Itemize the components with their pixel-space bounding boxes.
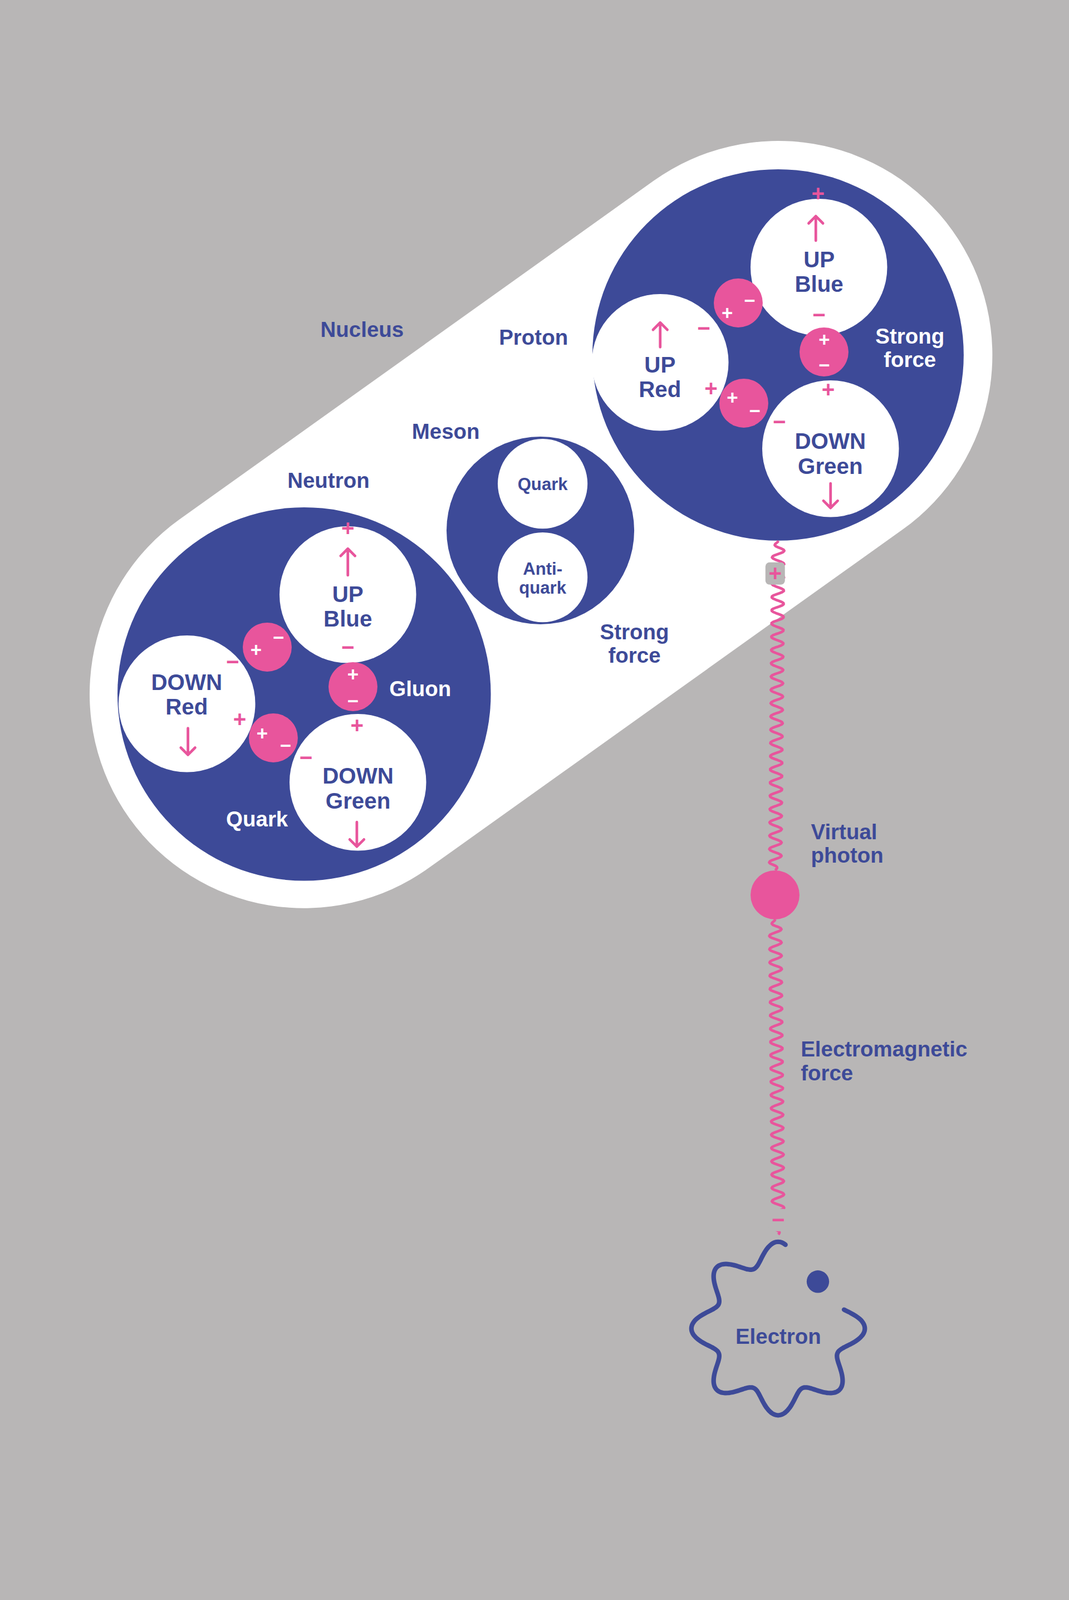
meson-circle-disc <box>446 436 635 625</box>
electron-symbol: Electron <box>684 1234 872 1422</box>
node-label: + <box>256 723 268 744</box>
quark-circle-disc <box>118 635 256 772</box>
force-label: Electromagnetic force <box>800 1037 968 1085</box>
node-label: Virtual photon <box>810 820 884 868</box>
spin-arrow <box>822 483 838 508</box>
antiquark-circle-disc <box>497 532 588 622</box>
quark-circle-disc <box>750 198 887 336</box>
node-label: Nucleus <box>320 317 405 342</box>
gluon-circle-disc <box>713 278 763 328</box>
node-sublabel: Gluon <box>389 676 451 700</box>
node-label: DOWN Red <box>150 669 223 720</box>
node-label: + <box>347 664 359 685</box>
neutron-circle-disc <box>117 507 492 881</box>
quark-circle: UP Red <box>591 293 729 431</box>
node-sublabel: − <box>347 690 359 711</box>
node-label: Meson <box>412 419 480 444</box>
node-label: Neutron <box>287 468 370 493</box>
node-label: Proton <box>498 325 568 350</box>
charge-sign: + <box>821 378 836 401</box>
node-label: UP Blue <box>323 582 372 632</box>
gluon-circle-disc <box>719 378 769 428</box>
quark-circle-disc <box>289 713 426 851</box>
node-label: DOWN Green <box>794 429 866 479</box>
node-label: + <box>250 640 262 660</box>
virtual-photon-shape <box>750 870 800 920</box>
charge-sign: + <box>704 377 718 400</box>
virtual-photon-disc <box>750 870 800 920</box>
gluon-circle-disc <box>799 327 849 377</box>
quark-circle: Quark <box>497 438 588 529</box>
gluon-circle-shape <box>242 622 292 672</box>
gluon-circle-disc <box>242 622 292 672</box>
node-sublabel: − <box>272 628 284 648</box>
force-carrier-wave <box>769 540 785 871</box>
spin-arrow <box>653 322 668 347</box>
node-label: Electron <box>735 1324 822 1348</box>
virtual-photon: Virtual photon <box>750 870 800 920</box>
charge-sign: − <box>697 317 711 340</box>
charge-sign: + <box>350 713 364 737</box>
gluon-circle: +− <box>242 622 292 672</box>
spin-arrow <box>180 728 195 755</box>
meson-circle: MesonQuarkAnti-quark <box>446 436 635 625</box>
node-sublabel: − <box>818 355 830 375</box>
gluon-circle-disc <box>248 713 298 763</box>
gluon-circle: +− <box>719 378 769 428</box>
nucleus-region: NucleusStrong forceProtonStrong forceUP … <box>89 140 993 909</box>
proton-circle: ProtonStrong forceUP BlueUP RedDOWN Gree… <box>592 169 964 541</box>
node-sublabel: − <box>280 736 292 756</box>
charge-sign: − <box>226 650 240 674</box>
charge-sign: − <box>772 410 787 434</box>
proton-circle-disc <box>592 169 964 541</box>
quark-circle-disc <box>279 526 416 663</box>
charge-sign: + <box>233 707 247 730</box>
gluon-circle: +− <box>799 327 849 377</box>
node-sublabel: − <box>743 291 755 311</box>
node-label: Quark <box>517 474 568 494</box>
charge-sign: − <box>812 303 826 327</box>
force-carrier-wave <box>769 919 785 1235</box>
antiquark-circle: Anti-quark <box>497 532 588 622</box>
node-sublabel: Strong force <box>600 620 670 668</box>
charge-sign: − <box>768 1208 789 1232</box>
node-label: UP Blue <box>794 247 843 298</box>
charge-sign: − <box>341 636 355 659</box>
node-label: + <box>818 330 830 350</box>
charge-sign: − <box>299 746 313 769</box>
node-label: + <box>721 303 733 323</box>
quark-circle-disc <box>497 438 588 529</box>
gluon-circle-disc <box>328 662 378 711</box>
gluon-circle: +− <box>248 713 298 763</box>
node-label: + <box>726 388 738 408</box>
node-label: DOWN Green <box>322 763 394 814</box>
neutron-circle: NeutronGluonQuarkUP BlueDOWN RedDOWN Gre… <box>117 507 492 881</box>
node-label: UP Red <box>638 352 681 402</box>
quark-circle-disc <box>591 293 729 431</box>
node-label: Anti-quark <box>518 559 567 598</box>
node-sublabel: Quark <box>226 807 288 831</box>
node-sublabel: − <box>749 401 761 421</box>
electron-outline <box>691 1241 865 1415</box>
spin-arrow <box>349 822 365 847</box>
gluon-circle: +− <box>328 662 378 711</box>
charge-sign: + <box>811 182 826 205</box>
charge-sign: + <box>341 517 355 540</box>
quark-circle-disc <box>762 380 899 517</box>
gluon-circle: +− <box>713 278 763 328</box>
spin-arrow <box>340 548 356 576</box>
spin-arrow <box>808 216 824 241</box>
gluon-circle-shape <box>713 278 763 328</box>
charge-sign: + <box>765 561 786 585</box>
gluon-circle-shape <box>719 378 769 428</box>
electron-dot <box>806 1269 830 1293</box>
node-sublabel: Strong force <box>875 324 945 372</box>
quark-circle: DOWN Green <box>762 380 899 517</box>
